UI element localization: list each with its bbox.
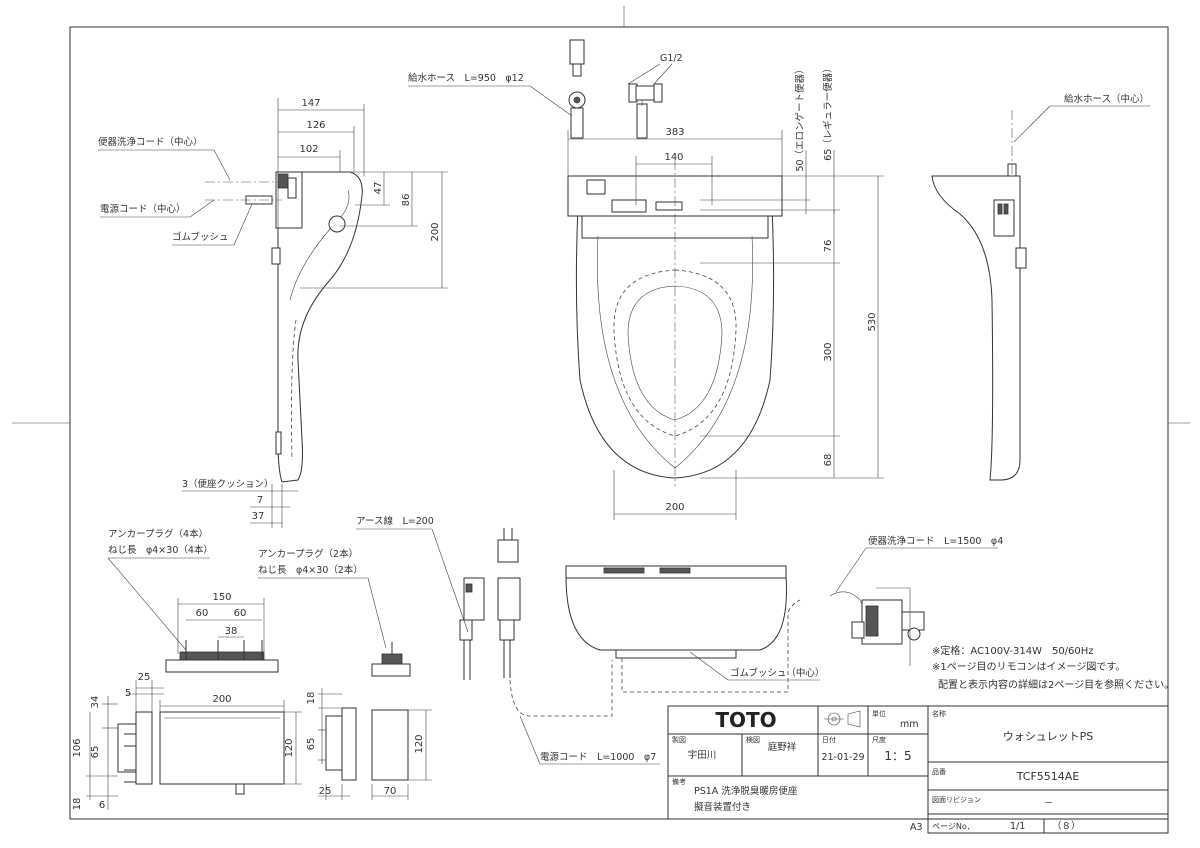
note-rating: ※定格：AC100V-314W 50/60Hz [932,644,1094,657]
dim-65a: 65 [90,746,101,759]
unit-label: 単位 [872,709,886,718]
unit-value: mm [900,719,919,730]
dim-50-elongated: 50（エロンゲート便器） [794,64,806,171]
note-see-page2: 配置と表示内容の詳細は2ページ目を参照ください。 [938,678,1174,691]
label-supply-hose: 給水ホース L=950 φ12 [408,72,524,84]
remote-views: 34 106 65 18 6 25 5 200 120 18 65 25 [72,672,432,811]
dim-5: 5 [125,688,131,699]
page-label: ページNo． [932,822,975,831]
revision-label: 図面リビジョン [932,795,981,804]
remarks-line1: PS1A 洗浄脱臭暖房便座 [694,785,798,797]
dim-6: 6 [99,800,105,811]
dim-60b: 60 [234,608,247,619]
dim-102: 102 [299,144,318,155]
part-label: 品番 [932,768,946,776]
part-number: TCF5514AE [1016,770,1080,783]
scale-value: 1：5 [884,749,911,763]
dim-126: 126 [306,120,325,131]
dim-65b: 65 [306,738,317,751]
dim-200-remote: 200 [212,694,231,705]
label-anchor4-line1: アンカープラグ（4本） [108,528,208,540]
brand-logo: TOTO [715,708,776,732]
drawn-label: 製図 [672,735,686,744]
dim-18a: 18 [72,798,83,811]
paper-size: A3 [910,822,923,833]
note-remote-image: ※1ページ目のリモコンはイメージ図です。 [932,661,1125,673]
dim-86: 86 [401,194,412,207]
dim-120b: 120 [414,734,425,753]
dim-140: 140 [664,152,683,163]
dim-38: 38 [225,626,238,637]
dim-68: 68 [823,454,834,467]
top-view: 給水ホース L=950 φ12 G1/2 383 140 200 50（エロンゲ… [408,39,884,520]
dim-47: 47 [373,182,384,195]
date-label: 日付 [822,735,836,744]
dim-120a: 120 [284,738,295,757]
dim-200: 200 [430,222,441,241]
dim-300: 300 [823,342,834,361]
label-earth-wire: アース線 L=200 [356,515,434,527]
dim-25a: 25 [138,672,151,683]
label-supply-hose-center: 給水ホース（中心） [1064,93,1149,105]
wiring-views: アース線 L=200 ゴムブッシュ（中心） 便器洗浄コード L=1500 φ4 … [356,515,1003,765]
label-power-cord-center: 電源コード（中心） [100,203,186,215]
drawn-by: 宇田川 [688,749,717,761]
dim-147: 147 [301,98,320,109]
side-view-right: 給水ホース（中心） [931,93,1150,481]
title-block: TOTO 単位 mm 名称 ウォシュレットPS 製図 宇田川 検図 庭野祥 日付… [667,705,1169,834]
anchor-plates: アンカープラグ（4本） ねじ長 φ4×30（4本） アンカープラグ（2本） ねじ… [107,528,411,677]
checked-label: 検図 [746,735,760,744]
label-anchor2-line2: ねじ長 φ4×30（2本） [258,564,363,576]
dim-530: 530 [867,312,878,331]
dim-383: 383 [665,127,684,138]
label-rubber-bush: ゴムブッシュ [172,231,228,243]
label-rubber-bush-center: ゴムブッシュ（中心） [730,667,824,679]
dim-7: 7 [257,495,263,506]
label-seat-cushion: 3（便座クッション） [182,478,274,490]
remarks-line2: 擬音装置付き [694,801,751,813]
dim-106: 106 [72,738,83,757]
dim-25b: 25 [319,786,332,797]
label-anchor2-line1: アンカープラグ（2本） [258,548,358,560]
label-g12: G1/2 [660,53,683,64]
dim-65-regular: 65（レギュラー便器） [822,63,834,161]
label-power-cord-1000: 電源コード L=1000 φ7 [540,752,656,763]
dim-34: 34 [90,696,101,709]
name-label: 名称 [932,709,946,718]
checked-by: 庭野祥 [768,741,797,753]
side-view-left: 147 126 102 47 86 200 7 37 便器洗浄コード（中心） 電… [98,98,448,528]
label-bowl-cord-center: 便器洗浄コード（中心） [98,136,203,148]
dim-150: 150 [212,592,231,603]
scale-label: 尺度 [872,735,886,744]
dim-70: 70 [384,786,397,797]
revision-value: － [1044,798,1054,809]
dim-76: 76 [823,240,834,253]
page-suffix: （８） [1052,820,1081,832]
notes: ※定格：AC100V-314W 50/60Hz ※1ページ目のリモコンはイメージ… [932,644,1174,691]
date-value: 21-01-29 [821,752,864,763]
dim-18b: 18 [306,692,317,705]
dim-37: 37 [252,511,265,522]
projection-symbol-icon [824,710,861,728]
label-bowl-cord-1500: 便器洗浄コード L=1500 φ4 [868,535,1003,547]
page-number: 1/1 [1010,821,1025,832]
product-name: ウォシュレットPS [1003,730,1093,743]
dim-60a: 60 [196,608,209,619]
dim-200-bottom: 200 [665,502,684,513]
label-anchor4-line2: ねじ長 φ4×30（4本） [108,544,213,556]
remarks-label: 備考 [672,777,686,786]
